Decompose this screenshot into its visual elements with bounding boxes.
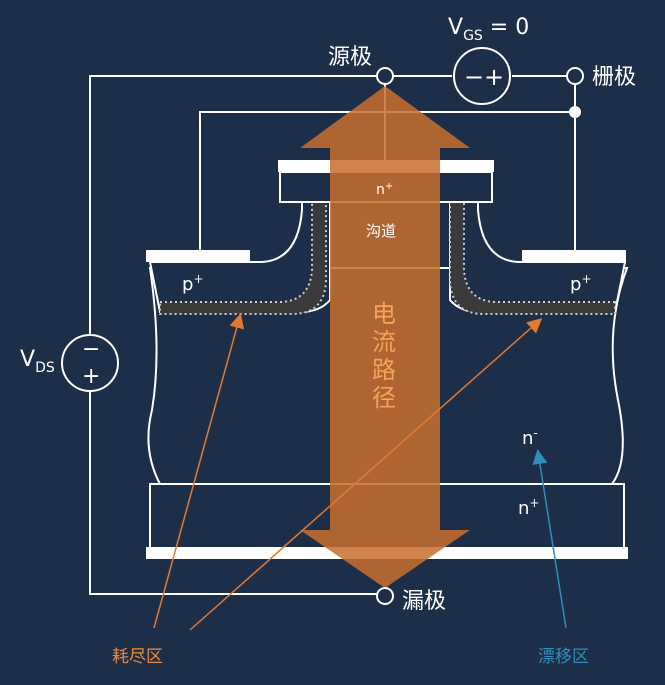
- circuit-wires: [89, 75, 576, 595]
- depletion-layer-left: [159, 199, 327, 315]
- n-plus-top-label: n+: [376, 181, 393, 198]
- vds-plus: +: [82, 364, 100, 389]
- drain-label: 漏极: [402, 589, 446, 614]
- source-terminal: [376, 67, 394, 85]
- gate-metal-right: [522, 250, 626, 262]
- gate-label: 栅极: [592, 65, 636, 90]
- vgs-battery-icon: [453, 47, 511, 105]
- n-plus-bottom-label: n+: [518, 496, 539, 519]
- gate-metal-left: [146, 250, 250, 262]
- n-minus-label: n-: [522, 426, 538, 449]
- drift-label: 漂移区: [538, 647, 589, 667]
- p-plus-left-label: p+: [182, 272, 204, 295]
- gate-terminal: [566, 67, 584, 85]
- current-path-arrow: [300, 86, 470, 588]
- vgs-minus: −: [464, 63, 484, 91]
- current-path-label: 电流路径: [372, 300, 396, 412]
- depletion-layer-right: [449, 199, 616, 315]
- depletion-arrow-left: [153, 313, 245, 629]
- vds-minus: −: [82, 337, 100, 362]
- drain-terminal: [376, 587, 394, 605]
- vds-battery-icon: [61, 334, 119, 392]
- vgs-plus: +: [484, 63, 504, 91]
- vds-label: VDS: [20, 347, 55, 376]
- drift-arrow: [532, 449, 567, 629]
- channel-label: 沟道: [366, 222, 396, 240]
- vgs-label: VGS = 0: [448, 15, 529, 44]
- depletion-arrow-right: [189, 318, 543, 631]
- p-plus-right-label: p+: [570, 272, 592, 295]
- source-label: 源极: [328, 45, 372, 70]
- depletion-label: 耗尽区: [112, 647, 163, 667]
- gate-junction-dot: [569, 106, 581, 118]
